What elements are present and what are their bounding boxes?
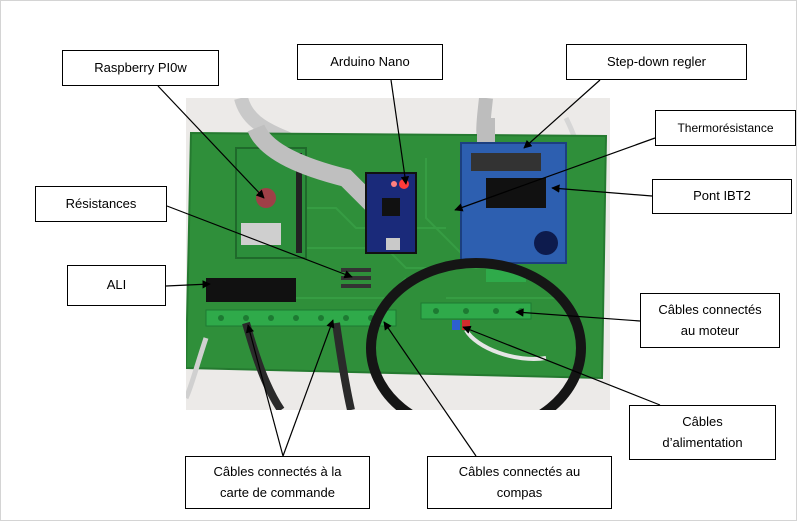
label-cables-commande: Câbles connectés à la carte de commande: [185, 456, 370, 509]
label-ali: ALI: [67, 265, 166, 306]
label-thermo: Thermorésistance: [655, 110, 796, 146]
label-pont: Pont IBT2: [652, 179, 792, 214]
label-stepdown: Step-down regler: [566, 44, 747, 80]
label-resistances: Résistances: [35, 186, 167, 222]
label-cables-moteur: Câbles connectés au moteur: [640, 293, 780, 348]
label-cables-alim: Câbles d’alimentation: [629, 405, 776, 460]
label-cables-compas: Câbles connectés au compas: [427, 456, 612, 509]
label-raspberry: Raspberry PI0w: [62, 50, 219, 86]
circuit-board-photo: [186, 98, 610, 410]
label-arduino: Arduino Nano: [297, 44, 443, 80]
